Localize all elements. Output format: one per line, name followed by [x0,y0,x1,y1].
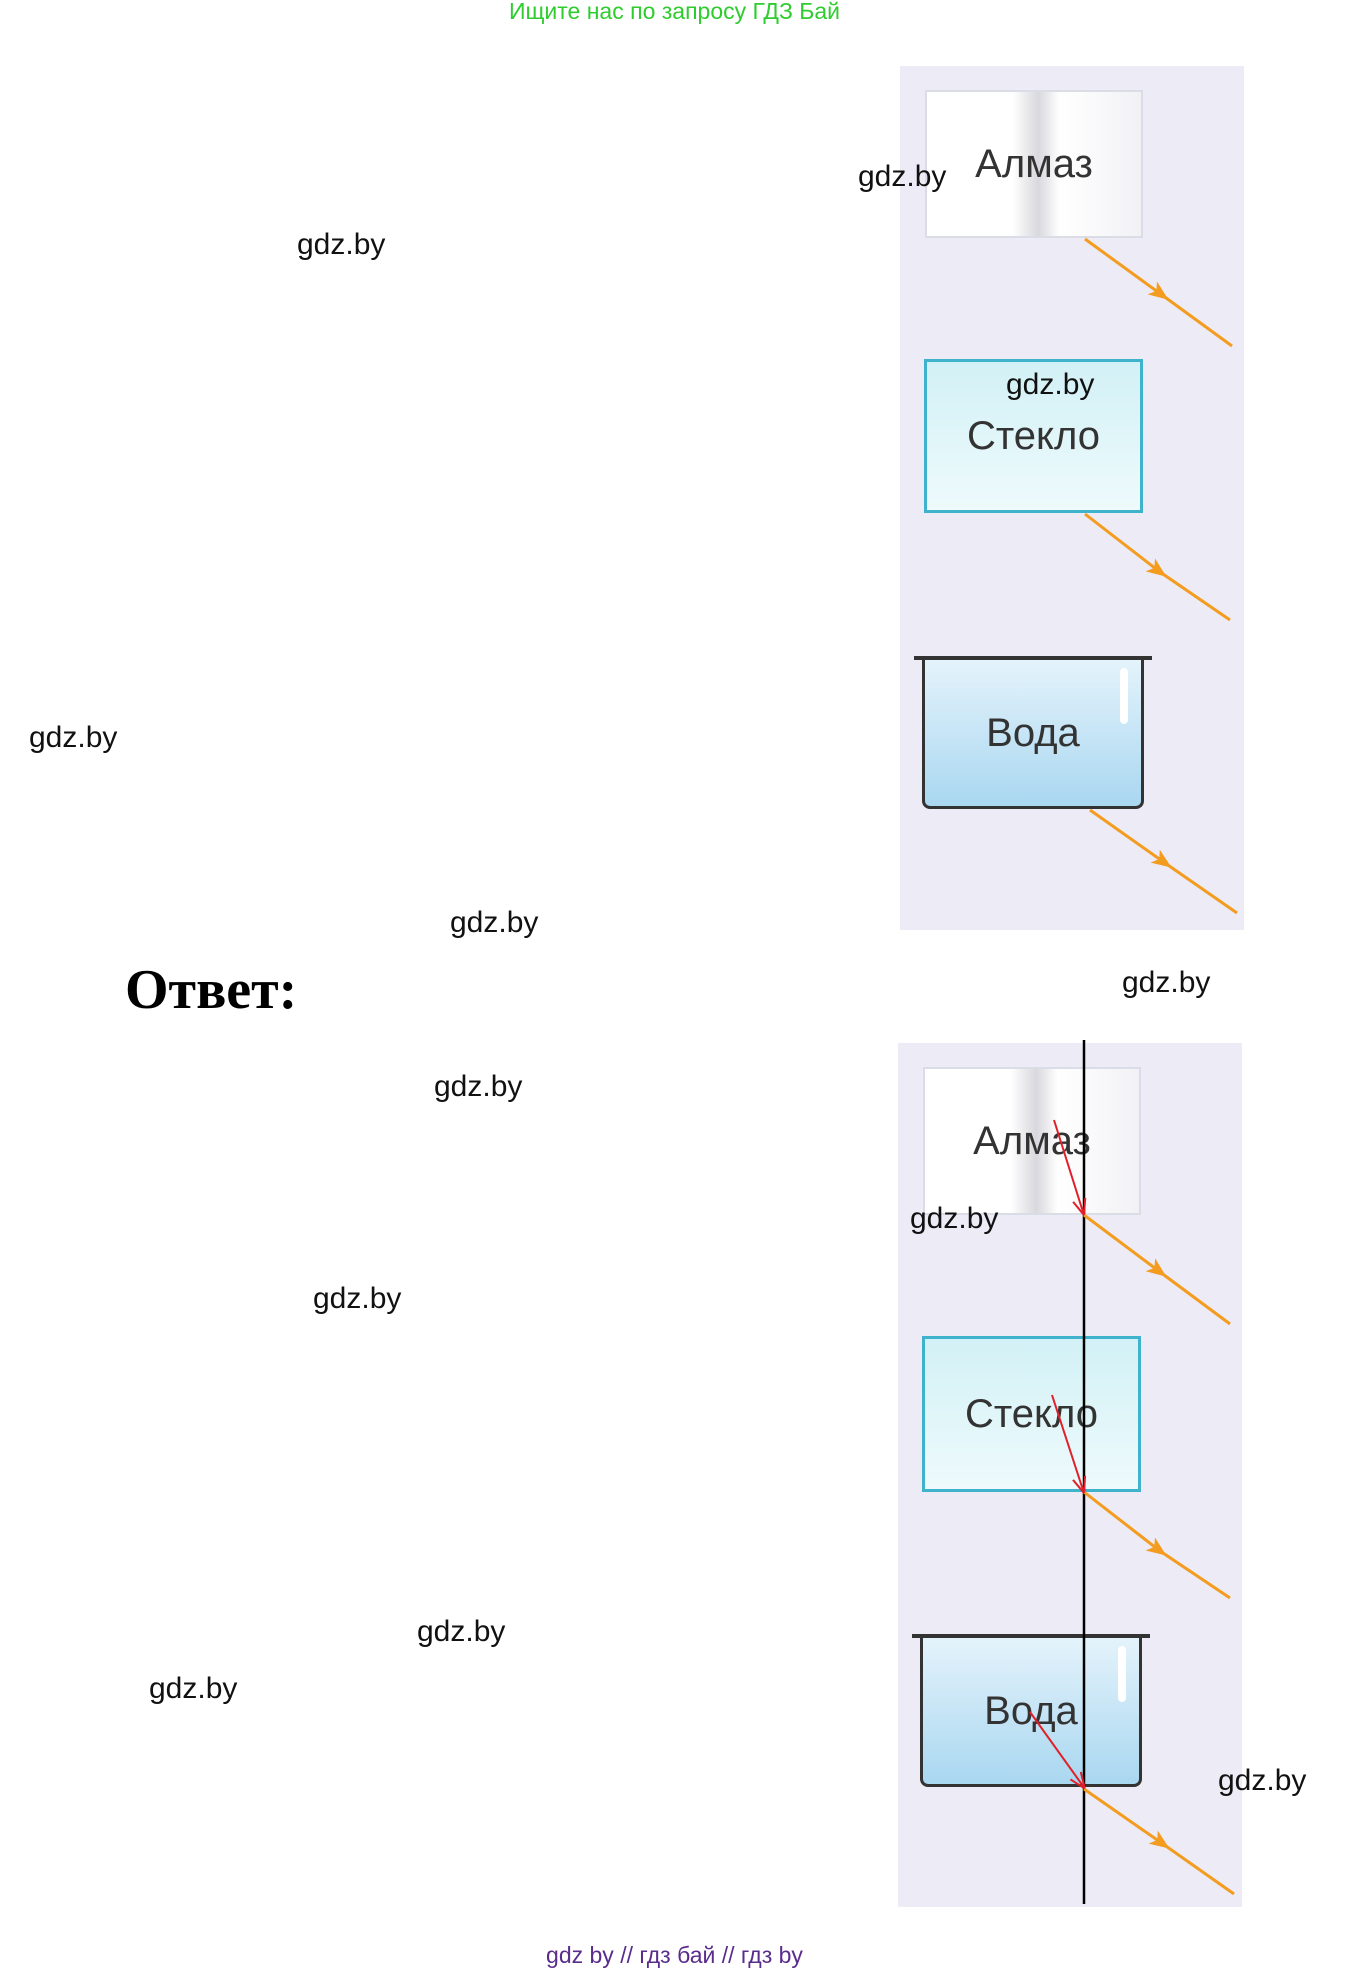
refracted-ray-water [1029,1711,1083,1786]
watermark: gdz.by [910,1202,999,1235]
emerging-ray-water [1089,808,1238,915]
emerging-ray-glass [1084,512,1231,622]
watermark: gdz.by [1122,966,1211,999]
beaker-shine [1120,668,1128,724]
watermark: gdz.by [858,160,947,193]
emerging-ray-glass [1083,1490,1231,1600]
top-banner: Ищите нас по запросу ГДЗ Бай [508,0,841,24]
refracted-ray-glass [1051,1394,1083,1490]
answer-heading: Ответ: [125,959,298,1021]
diamond-block: Алмаз [925,90,1143,238]
watermark: gdz.by [1218,1764,1307,1797]
watermark: gdz.by [297,228,386,261]
emerging-ray-diamond [1083,1213,1231,1326]
watermark: gdz.by [29,721,118,754]
refracted-rays [1029,1119,1083,1786]
watermark: gdz.by [434,1070,523,1103]
watermark: gdz.by [1006,368,1095,401]
emerging-rays-answer [1083,1213,1235,1896]
beaker-rim [912,1634,1150,1638]
water-beaker: Вода [922,660,1144,809]
footer: gdz by // гдз бай // гдз by [546,1942,803,1968]
emerging-rays-original [1084,237,1238,915]
beaker-shine [1118,1646,1126,1702]
refracted-ray-diamond [1053,1119,1083,1212]
glass-block: Стекло [924,359,1143,513]
beaker-rim [914,656,1152,660]
emerging-ray-water [1083,1787,1235,1896]
emerging-ray-diamond [1084,237,1233,348]
glass-block: Стекло [922,1336,1141,1492]
watermark: gdz.by [313,1282,402,1315]
diamond-block: Алмаз [923,1067,1141,1215]
watermark: gdz.by [149,1672,238,1705]
watermark: gdz.by [417,1615,506,1648]
watermark: gdz.by [450,906,539,939]
